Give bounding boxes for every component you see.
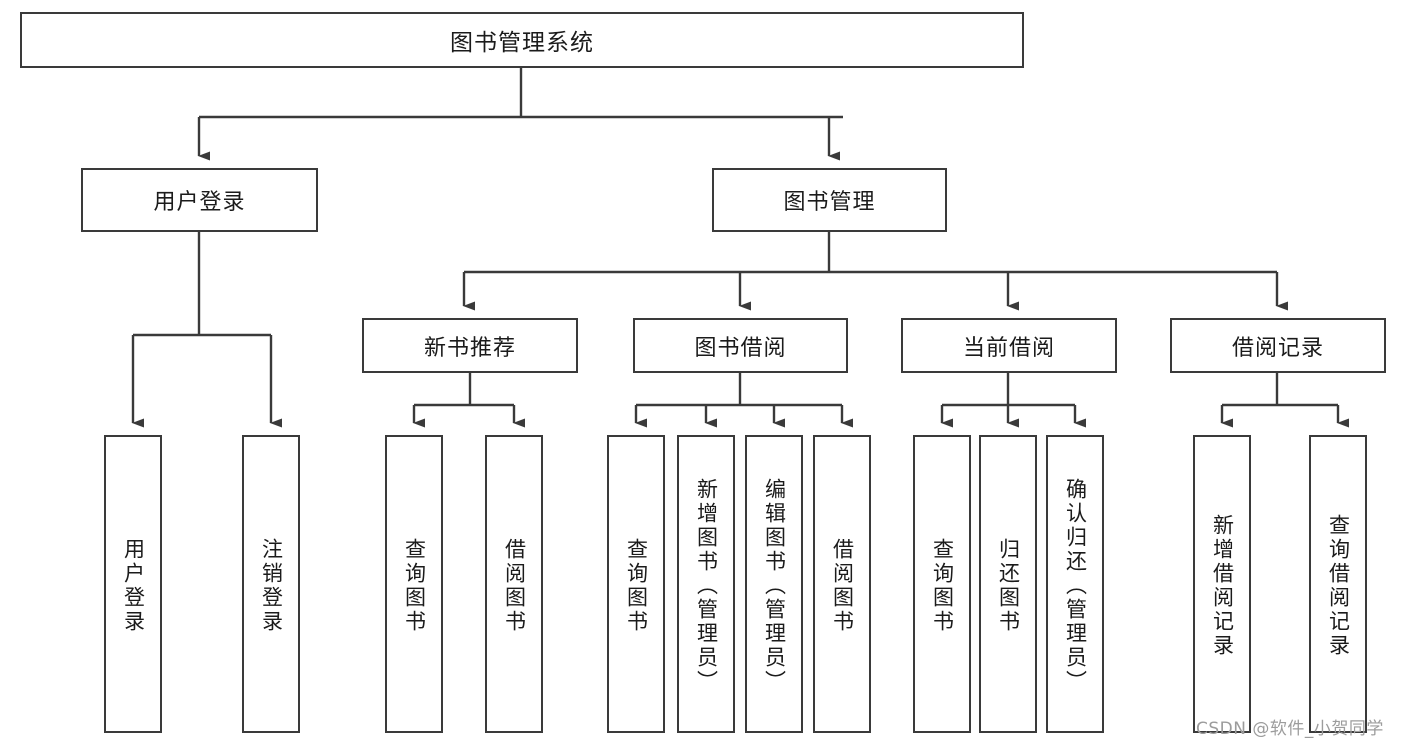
node-leaf-borrow-book-recommend[interactable]: 借阅图书 <box>485 435 543 733</box>
node-leaf-query-book-borrow[interactable]: 查询图书 <box>607 435 665 733</box>
node-label: 确认归还（管理员） <box>1063 478 1088 694</box>
node-label: 新书推荐 <box>423 335 516 361</box>
node-leaf-user-login[interactable]: 用户登录 <box>104 435 162 733</box>
node-label: 归还图书 <box>996 538 1021 634</box>
node-label: 新增图书（管理员） <box>694 478 719 694</box>
node-label: 图书管理系统 <box>450 30 594 56</box>
node-leaf-edit-book-admin[interactable]: 编辑图书（管理员） <box>745 435 803 733</box>
node-leaf-query-borrow-record[interactable]: 查询借阅记录 <box>1309 435 1367 733</box>
node-label: 查询借阅记录 <box>1326 514 1351 658</box>
node-label: 借阅图书 <box>830 538 855 634</box>
node-label: 查询图书 <box>624 538 649 634</box>
node-label: 新增借阅记录 <box>1210 514 1235 658</box>
node-new-book-recommend[interactable]: 新书推荐 <box>362 318 578 373</box>
node-label: 图书借阅 <box>694 335 787 361</box>
node-leaf-query-book-current[interactable]: 查询图书 <box>913 435 971 733</box>
node-current-borrow[interactable]: 当前借阅 <box>901 318 1117 373</box>
node-label: 编辑图书（管理员） <box>762 478 787 694</box>
node-leaf-confirm-return-admin[interactable]: 确认归还（管理员） <box>1046 435 1104 733</box>
node-label: 查询图书 <box>402 538 427 634</box>
node-leaf-query-book-recommend[interactable]: 查询图书 <box>385 435 443 733</box>
node-book-management[interactable]: 图书管理 <box>712 168 947 232</box>
node-label: 当前借阅 <box>962 335 1055 361</box>
node-leaf-logout[interactable]: 注销登录 <box>242 435 300 733</box>
node-borrow-record[interactable]: 借阅记录 <box>1170 318 1386 373</box>
node-label: 借阅图书 <box>502 538 527 634</box>
node-label: 注销登录 <box>259 538 284 634</box>
node-leaf-borrow-book[interactable]: 借阅图书 <box>813 435 871 733</box>
node-label: 图书管理 <box>783 190 876 215</box>
node-root-book-management-system[interactable]: 图书管理系统 <box>20 12 1024 68</box>
node-leaf-add-borrow-record[interactable]: 新增借阅记录 <box>1193 435 1251 733</box>
node-label: 用户登录 <box>153 190 246 215</box>
node-label: 查询图书 <box>930 538 955 634</box>
node-book-borrow[interactable]: 图书借阅 <box>633 318 848 373</box>
node-leaf-return-book[interactable]: 归还图书 <box>979 435 1037 733</box>
node-leaf-add-book-admin[interactable]: 新增图书（管理员） <box>677 435 735 733</box>
csdn-watermark: CSDN @软件_小贺同学 <box>1196 719 1384 739</box>
node-label: 借阅记录 <box>1231 335 1324 361</box>
node-label: 用户登录 <box>121 538 146 634</box>
node-user-login[interactable]: 用户登录 <box>81 168 318 232</box>
